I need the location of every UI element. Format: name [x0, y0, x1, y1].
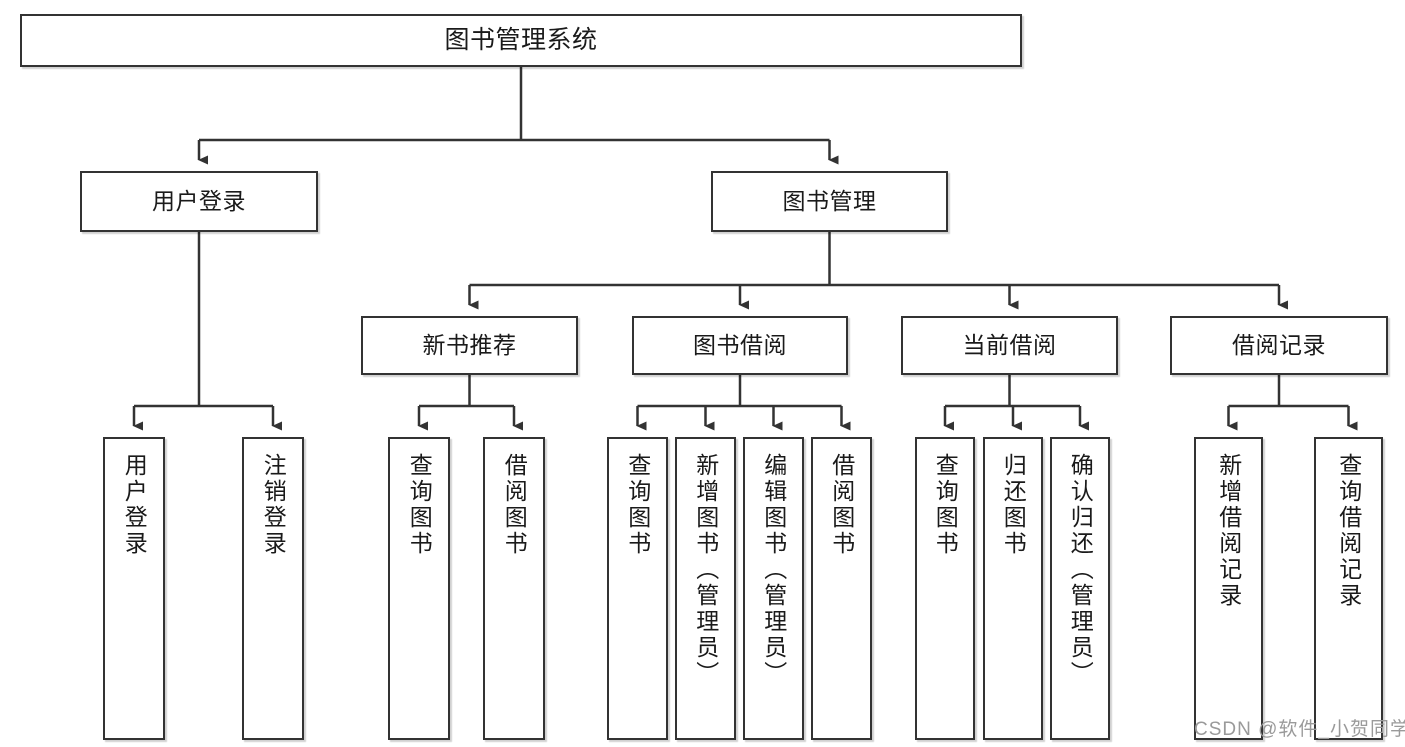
node-leaf-query-book-rec[interactable]: 查询图书: [388, 437, 450, 740]
node-label: 归还图书: [1000, 453, 1027, 557]
node-label: 借阅图书: [828, 453, 855, 557]
node-leaf-return-book[interactable]: 归还图书: [983, 437, 1043, 740]
node-label: 查询图书: [406, 453, 433, 557]
node-label: 用户登录: [152, 187, 246, 214]
node-label: 查询图书: [932, 453, 959, 557]
node-book-borrow[interactable]: 图书借阅: [632, 316, 848, 375]
node-label: 新增图书（管理员）: [692, 453, 719, 687]
node-label: 图书借阅: [693, 331, 787, 358]
node-leaf-user-login[interactable]: 用户登录: [103, 437, 165, 740]
node-new-book-rec[interactable]: 新书推荐: [361, 316, 578, 375]
node-leaf-add-record[interactable]: 新增借阅记录: [1194, 437, 1263, 740]
node-leaf-edit-book[interactable]: 编辑图书（管理员）: [743, 437, 804, 740]
node-root[interactable]: 图书管理系统: [20, 14, 1022, 67]
node-leaf-query-record[interactable]: 查询借阅记录: [1314, 437, 1383, 740]
node-label: 编辑图书（管理员）: [760, 453, 787, 687]
node-label: 用户登录: [121, 453, 148, 557]
node-leaf-logout[interactable]: 注销登录: [242, 437, 304, 740]
node-label: 图书管理系统: [444, 25, 598, 54]
node-label: 当前借阅: [962, 331, 1057, 358]
node-user-login[interactable]: 用户登录: [80, 171, 318, 232]
node-label: 注销登录: [260, 453, 287, 557]
node-leaf-query-book[interactable]: 查询图书: [607, 437, 668, 740]
node-label: 图书管理: [782, 187, 877, 214]
node-label: 新增借阅记录: [1215, 453, 1242, 609]
node-label: 查询图书: [624, 453, 651, 557]
node-label: 新书推荐: [422, 331, 517, 358]
node-book-admin[interactable]: 图书管理: [711, 171, 948, 232]
node-leaf-borrow-book-rec[interactable]: 借阅图书: [483, 437, 545, 740]
node-label: 借阅图书: [501, 453, 528, 557]
node-leaf-confirm-return[interactable]: 确认归还（管理员）: [1050, 437, 1110, 740]
node-label: 借阅记录: [1232, 331, 1326, 358]
node-label: 查询借阅记录: [1335, 453, 1362, 609]
csdn-watermark: CSDN @软件_小贺同学: [1194, 719, 1405, 740]
node-leaf-query-book-cur[interactable]: 查询图书: [915, 437, 975, 740]
node-leaf-borrow-book[interactable]: 借阅图书: [811, 437, 872, 740]
node-current-borrow[interactable]: 当前借阅: [901, 316, 1118, 375]
node-label: 确认归还（管理员）: [1067, 453, 1094, 687]
node-borrow-record[interactable]: 借阅记录: [1170, 316, 1388, 375]
node-leaf-add-book[interactable]: 新增图书（管理员）: [675, 437, 736, 740]
